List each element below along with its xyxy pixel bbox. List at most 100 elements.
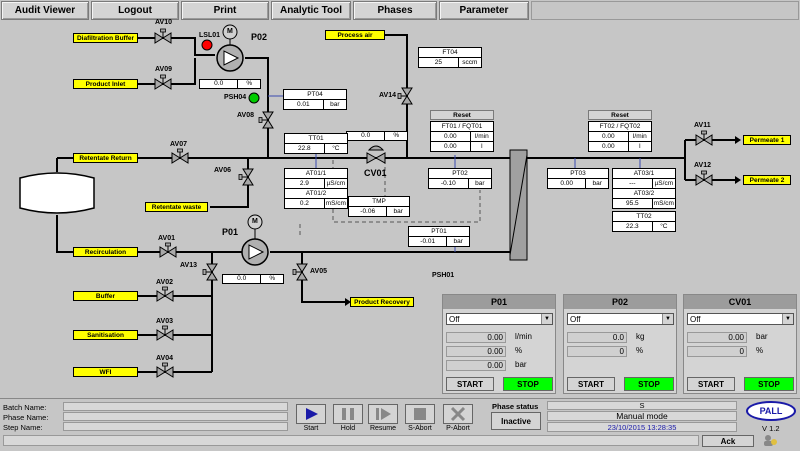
chevron-down-icon: ▼ xyxy=(541,314,552,324)
resume-label: Resume xyxy=(369,425,397,432)
av03-valve[interactable] xyxy=(156,325,174,341)
process-air-label: Process air xyxy=(325,30,385,40)
p02-start-button[interactable]: START xyxy=(567,377,615,391)
av01-valve[interactable] xyxy=(159,242,177,258)
message-field xyxy=(3,435,699,446)
av12-valve[interactable] xyxy=(695,170,713,186)
av14-tag: AV14 xyxy=(379,92,396,99)
lsl01-tag: LSL01 xyxy=(199,32,221,39)
psh04-indicator xyxy=(248,92,260,104)
ft01-reset-button[interactable]: Reset xyxy=(430,110,494,120)
toolbar-spacer xyxy=(531,1,799,20)
product-recovery-label: Product Recovery xyxy=(350,297,414,307)
chevron-down-icon: ▼ xyxy=(662,314,673,324)
av13-valve[interactable] xyxy=(202,263,218,281)
av13-tag: AV13 xyxy=(180,262,197,269)
wfi-label: WFI xyxy=(73,367,138,377)
p02-pump[interactable] xyxy=(216,24,244,72)
cv01-panel-title: CV01 xyxy=(684,295,796,309)
av09-tag: AV09 xyxy=(155,66,172,73)
p02-speed-box: 0.0% xyxy=(199,79,261,89)
p02-speed-unit: % xyxy=(636,346,644,355)
p01-flow-value: 0.00 xyxy=(446,332,506,343)
av11-tag: AV11 xyxy=(694,122,711,129)
cv01-tag: CV01 xyxy=(364,168,387,178)
hold-button[interactable] xyxy=(333,404,363,424)
p01-speed-value: 0.00 xyxy=(446,346,506,357)
p01-speed-box: 0.0% xyxy=(222,274,284,284)
state-field: S xyxy=(547,401,737,410)
av02-valve[interactable] xyxy=(156,286,174,302)
buffer-label: Buffer xyxy=(73,291,138,301)
p01-stop-button[interactable]: STOP xyxy=(503,377,553,391)
start-button[interactable] xyxy=(296,404,326,424)
av10-valve[interactable] xyxy=(154,28,172,44)
cv01-start-button[interactable]: START xyxy=(687,377,735,391)
audit-viewer-button[interactable]: Audit Viewer xyxy=(1,1,89,20)
phase-name-field xyxy=(63,412,288,421)
av06-valve[interactable] xyxy=(238,168,254,186)
av02-tag: AV02 xyxy=(156,279,173,286)
tt01-box: TT01 22.8°C xyxy=(284,133,348,154)
phases-button[interactable]: Phases xyxy=(353,1,437,20)
cv01-stop-button[interactable]: STOP xyxy=(744,377,794,391)
psh04-tag: PSH04 xyxy=(224,94,247,101)
ft02-reset-button[interactable]: Reset xyxy=(588,110,652,120)
cv01-valve[interactable] xyxy=(366,145,386,164)
p01-tag: P01 xyxy=(222,227,239,237)
sanitisation-label: Sanitisation xyxy=(73,330,138,340)
lsl01-indicator xyxy=(201,39,213,51)
av05-valve[interactable] xyxy=(292,263,308,281)
print-button[interactable]: Print xyxy=(181,1,269,20)
psh01-tag: PSH01 xyxy=(432,272,455,279)
av09-valve[interactable] xyxy=(154,74,172,90)
av04-valve[interactable] xyxy=(156,362,174,378)
av08-valve[interactable] xyxy=(258,111,274,129)
cv01-mode-select[interactable]: Off▼ xyxy=(687,313,794,325)
analytic-tool-button[interactable]: Analytic Tool xyxy=(271,1,351,20)
av05-tag: AV05 xyxy=(310,268,327,275)
phase-status-value: Inactive xyxy=(491,412,541,430)
p01-start-button[interactable]: START xyxy=(446,377,494,391)
parameter-button[interactable]: Parameter xyxy=(439,1,529,20)
retentate-return-label: Retentate Return xyxy=(73,153,138,163)
mode-field: Manual mode xyxy=(547,411,737,421)
piping-diagram xyxy=(19,34,741,373)
av01-tag: AV01 xyxy=(158,235,175,242)
av07-valve[interactable] xyxy=(171,148,189,164)
s-abort-button[interactable] xyxy=(405,404,435,424)
permeate-2-label: Permeate 2 xyxy=(743,175,791,185)
recirculation-label: Recirculation xyxy=(73,247,138,257)
p02-panel-title: P02 xyxy=(564,295,676,309)
start-label: Start xyxy=(303,425,319,432)
p02-speed-value: 0 xyxy=(567,346,627,357)
p01-pressure-value: 0.00 xyxy=(446,360,506,371)
p02-weight-value: 0.0 xyxy=(567,332,627,343)
p01-mode-select[interactable]: Off▼ xyxy=(446,313,553,325)
diafiltration-buffer-label: Diafiltration Buffer xyxy=(73,33,138,43)
phase-name-label: Phase Name: xyxy=(3,413,49,422)
abort-x-icon xyxy=(450,406,466,422)
p02-weight-unit: kg xyxy=(636,332,645,341)
resume-button[interactable] xyxy=(368,404,398,424)
user-icon[interactable] xyxy=(762,434,778,446)
ack-button[interactable]: Ack xyxy=(702,435,754,447)
version-label: V 1.2 xyxy=(762,424,780,433)
cv01-pressure-unit: bar xyxy=(756,332,768,341)
logout-button[interactable]: Logout xyxy=(91,1,179,20)
av11-valve[interactable] xyxy=(695,130,713,146)
chevron-down-icon: ▼ xyxy=(782,314,793,324)
pall-logo: PALL xyxy=(746,401,796,421)
p02-motor-label: M xyxy=(227,28,233,35)
p01-pump[interactable] xyxy=(241,214,269,266)
p02-tag: P02 xyxy=(251,32,268,42)
p02-mode-select[interactable]: Off▼ xyxy=(567,313,674,325)
av14-valve[interactable] xyxy=(397,87,413,105)
p02-stop-button[interactable]: STOP xyxy=(624,377,674,391)
p-abort-button[interactable] xyxy=(443,404,473,424)
